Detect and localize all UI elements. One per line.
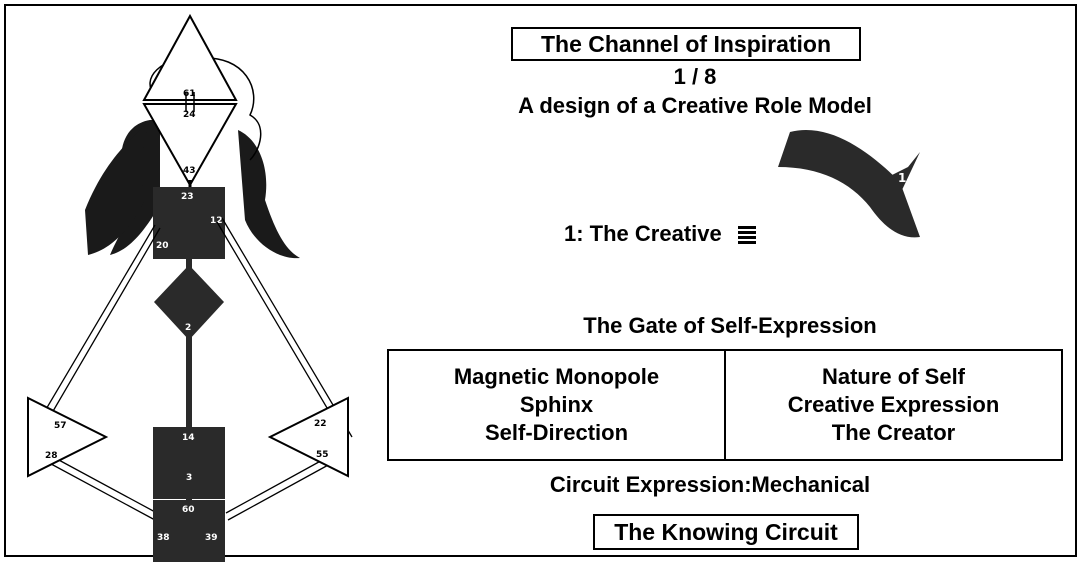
keynote-left-1: Magnetic Monopole [453,364,660,389]
gate-12-label: 12 [210,216,223,226]
channel-28-38 [39,451,158,521]
gate-24-label: 24 [183,110,196,120]
spleen-center: 57 28 [27,396,109,478]
solar-plexus-center: 22 55 [267,396,349,478]
keynote-table: Magnetic Monopole Sphinx Self-Direction … [387,349,1063,461]
gate-23-label: 23 [181,192,194,202]
gate-3-label: 3 [186,473,192,483]
head-outline [149,57,262,161]
keynote-right-3: The Creator [831,420,956,445]
gate-61-label: 61 [183,89,196,99]
keynote-right-2: Creative Expression [787,392,1000,417]
ajna-center: 24 43 [142,103,238,188]
gate-label: 1: The Creative [564,221,722,246]
gate-43-label: 43 [183,166,196,176]
head-silhouette [85,120,300,259]
gate-20-label: 20 [156,241,169,251]
throat-center: 23 12 20 [153,187,225,259]
gate-28-label: 28 [45,451,58,461]
gate-2-label: 2 [185,323,191,333]
head-center: 61 [142,13,238,101]
heaven-trigram-icon [737,224,756,246]
g-center: 2 [154,265,224,340]
gate-55-label: 55 [316,450,329,460]
gate-60-label: 60 [182,505,195,515]
gate-14-label: 14 [182,433,195,443]
sacral-center: 14 3 [153,427,225,499]
gate-39-label: 39 [205,533,218,543]
keynote-left-2: Sphinx [519,392,594,417]
keynote-left-3: Self-Direction [484,420,629,445]
gate-name: The Gate of Self-Expression [583,313,877,338]
channel-title: The Channel of Inspiration [511,27,861,61]
bodygraph: 61 24 43 23 12 20 2 57 [27,13,353,562]
gate-57-label: 57 [54,421,67,431]
channel-design: A design of a Creative Role Model [518,93,872,118]
channel-12-22 [216,217,353,441]
keynote-right-cell: Nature of Self Creative Expression The C… [726,351,1061,459]
keynote-left-cell: Magnetic Monopole Sphinx Self-Direction [389,351,726,459]
zodiac-badge: ♏ 1 [778,130,920,238]
zodiac-line-number: 1 [898,171,906,185]
circuit-expression: Circuit Expression:Mechanical [549,472,871,497]
root-center: 60 38 39 [153,500,225,562]
channel-20-57 [28,224,161,443]
scorpio-glyph-icon: ♏ [832,193,852,218]
gate-38-label: 38 [157,533,170,543]
circuit-name: The Knowing Circuit [593,514,859,550]
gate-22-label: 22 [314,419,327,429]
gate-label-row: 1: The Creative [564,221,756,247]
channel-number: 1 / 8 [673,64,717,89]
keynote-right-1: Nature of Self [821,364,966,389]
